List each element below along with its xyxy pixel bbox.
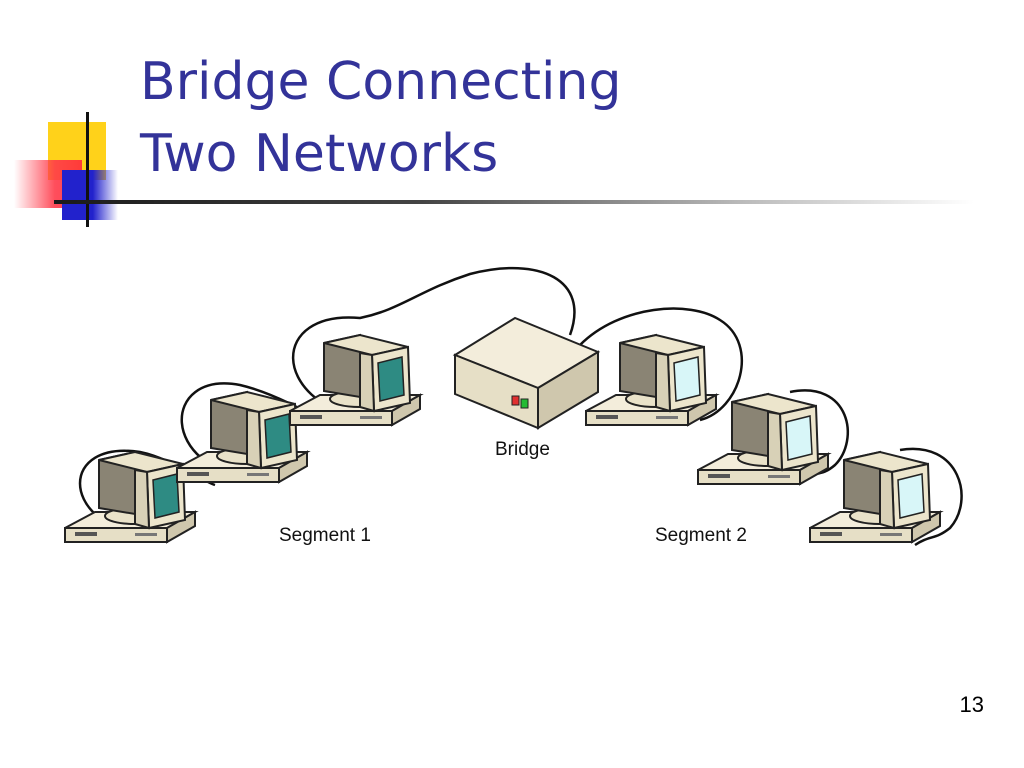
seg1-computer-1 xyxy=(64,451,196,543)
segment-2-label: Segment 2 xyxy=(655,525,747,546)
title-underline xyxy=(54,200,974,204)
seg1-computer-2 xyxy=(176,391,308,483)
seg1-computer-3 xyxy=(289,334,421,426)
page-number: 13 xyxy=(959,692,984,717)
bridge-green-led xyxy=(520,398,529,409)
segment-1-label: Segment 1 xyxy=(279,525,371,546)
bridge-label: Bridge xyxy=(495,439,550,460)
decor-vertical-line xyxy=(86,112,89,227)
bridge-device xyxy=(452,316,601,430)
seg2-computer-3 xyxy=(809,451,941,543)
seg2-computer-1 xyxy=(585,334,717,426)
seg2-cable-2 xyxy=(899,447,963,547)
decor-blue-square xyxy=(62,170,118,220)
seg2-computer-2 xyxy=(697,393,829,485)
bridge-red-led xyxy=(511,395,520,406)
seg2-from-bridge-cable xyxy=(579,307,744,422)
seg1-to-bridge-cable xyxy=(292,266,576,422)
slide-title-line-2: Two Networks xyxy=(140,124,499,184)
slide-title-line-1: Bridge Connecting xyxy=(140,52,622,112)
